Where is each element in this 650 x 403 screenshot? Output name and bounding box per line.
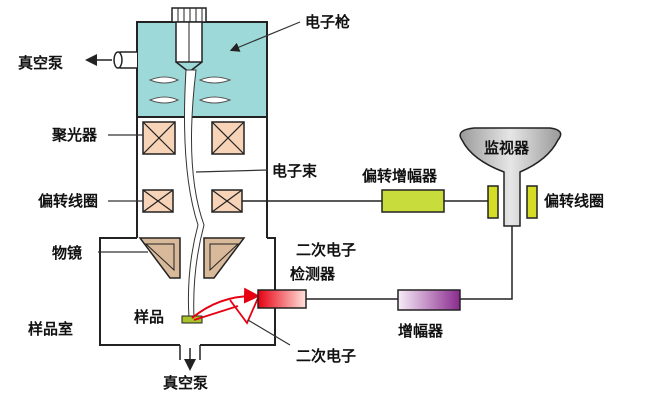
gun-top-cap [171,7,207,23]
sample-chamber [99,237,276,346]
label-deflection-coil-right: 偏转线圈 [544,192,604,210]
label-deflection-coil-left: 偏转线圈 [38,192,98,210]
label-secondary-detector-line1: 二次电子 [296,241,356,259]
anode-right [198,76,232,84]
amplifier [397,289,461,311]
label-vacuum-pump-bottom: 真空泵 [163,374,208,392]
label-secondary-detector-line2: 检测器 [290,265,336,283]
label-monitor: 监视器 [484,139,530,157]
deflection-amplifier [381,189,445,213]
label-vacuum-pump-top: 真空泵 [18,54,63,72]
monitor-coil-right [526,185,538,219]
secondary-detector [257,289,307,309]
label-amplifier: 增幅器 [398,322,444,340]
label-objective-lens: 物镜 [52,244,82,262]
label-condenser: 聚光器 [51,126,98,144]
monitor-coil-left [487,185,499,219]
label-sample-chamber: 样品室 [28,320,73,338]
label-secondary-electrons: 二次电子 [296,347,356,365]
label-electron-beam: 电子束 [272,162,318,180]
label-electron-gun: 电子枪 [305,13,350,31]
sample [181,315,203,324]
anode-left [148,76,180,84]
label-deflection-amplifier: 偏转增幅器 [362,167,438,185]
secondary-electron-path [191,287,260,319]
monitor [459,127,562,227]
label-sample: 样品 [134,308,164,326]
